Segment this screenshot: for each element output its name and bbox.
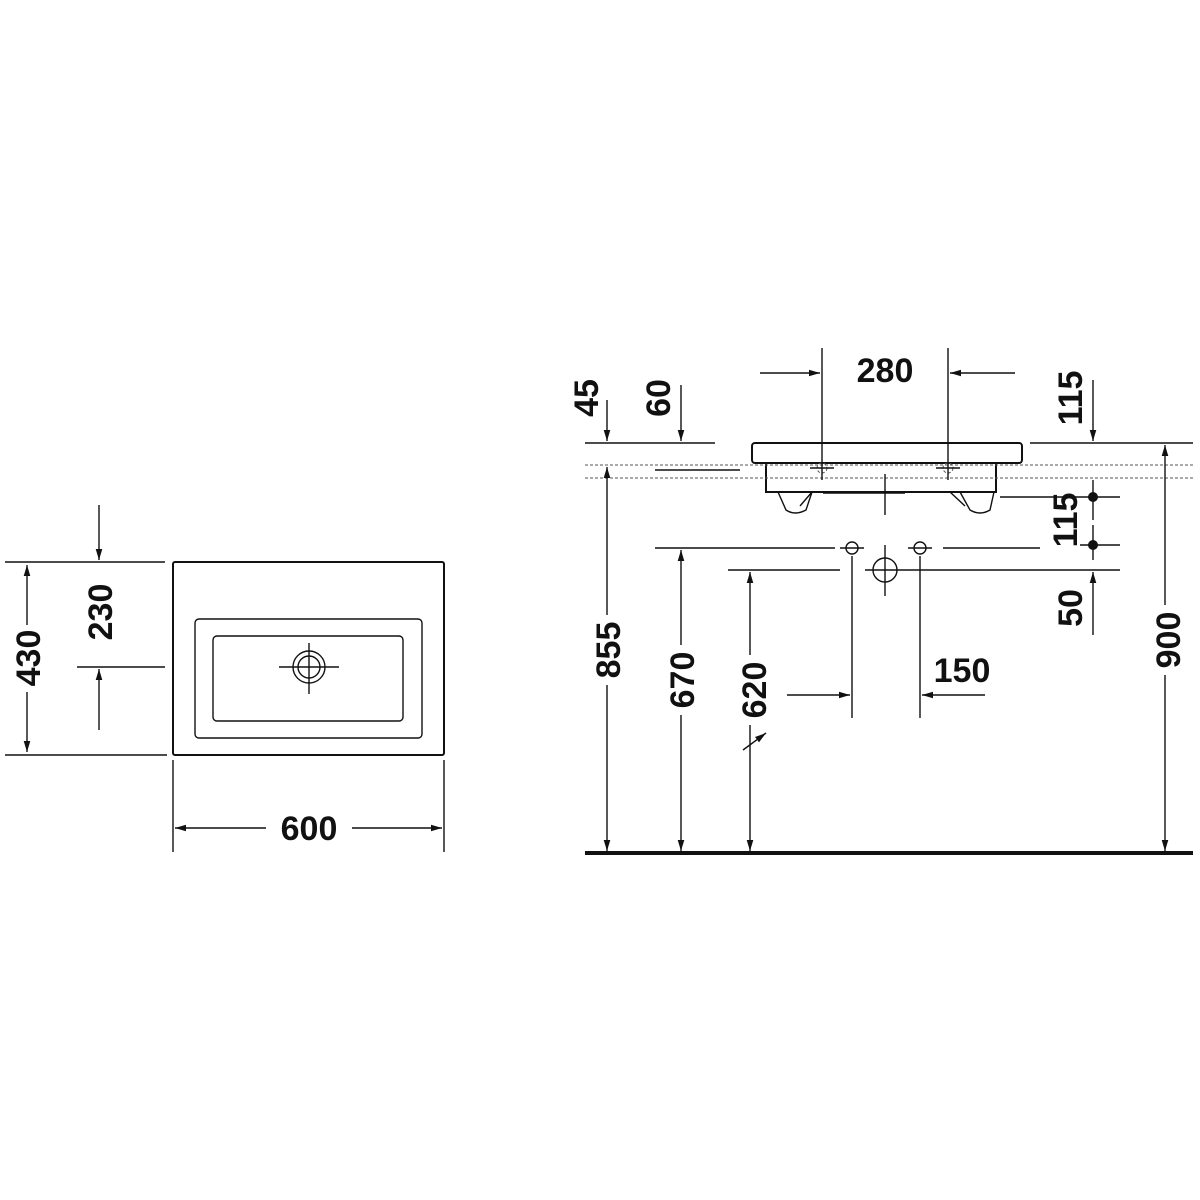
basin-rim: [751, 442, 1023, 464]
bowl-depth-dimension: 60: [640, 379, 678, 417]
rim-thickness-dimension: 45: [568, 379, 606, 417]
top-offset-dimension: 115: [1052, 371, 1090, 426]
dimension-dot: [1088, 492, 1098, 502]
overall-height-dimension: 900: [1150, 612, 1188, 669]
basin-outline: [172, 561, 445, 756]
bowl-inner: [212, 635, 404, 722]
side-view: 280 45 60 115 855 670 620 150 115 50 900: [568, 348, 1193, 855]
supply-hole-icon: [908, 541, 932, 555]
dimension-dot: [1088, 540, 1098, 550]
basin-foot-left: [777, 491, 813, 514]
bowl-outer: [194, 618, 423, 739]
waste-outlet-icon: [865, 545, 905, 596]
underside-height-dimension: 855: [590, 622, 628, 679]
width-dimension: 600: [281, 810, 338, 848]
drain-offset-dimension: 230: [82, 584, 120, 641]
pointer-arrow-icon: [742, 732, 767, 751]
waste-offset-dimension: 50: [1052, 589, 1090, 627]
supply-height-dimension: 670: [664, 652, 702, 709]
supply-spacing-dimension: 150: [934, 652, 991, 690]
basin-foot-right: [949, 491, 995, 514]
drain-icon: [279, 643, 339, 694]
depth-dimension: 430: [10, 630, 48, 687]
tap-spacing-dimension: 280: [857, 352, 914, 390]
supply-offset-dimension: 115: [1047, 493, 1085, 548]
waste-height-dimension: 620: [736, 662, 774, 719]
top-view: 430 230 600: [5, 505, 445, 852]
supply-hole-icon: [840, 541, 864, 555]
